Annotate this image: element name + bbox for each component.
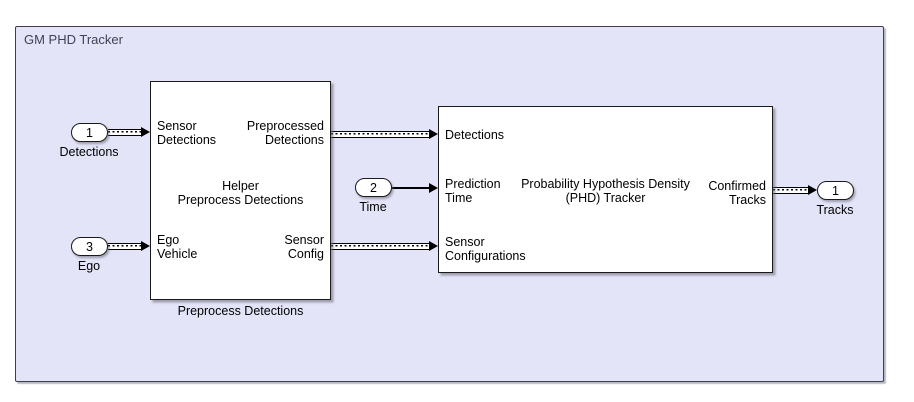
arrowhead-icon [141,240,150,251]
outport-tracks-number: 1 [832,183,839,198]
inport-ego-label: Ego [77,259,101,273]
subsystem-title: GM PHD Tracker [24,32,123,47]
inport-time[interactable]: 2 [355,178,392,197]
outport-tracks-label: Tracks [816,203,854,217]
arrowhead-icon [429,182,438,193]
inport-time-number: 2 [370,180,377,195]
arrowhead-icon [429,128,438,139]
arrowhead-icon [808,184,817,195]
port-label-preprocessed-detections: Preprocessed Detections [246,119,324,147]
inport-detections[interactable]: 1 [71,123,108,142]
port-label-prediction-time: Prediction Time [445,177,501,205]
inport-detections-label: Detections [59,145,119,159]
port-label-ego-vehicle: Ego Vehicle [157,233,198,261]
bus-line[interactable] [108,242,141,250]
port-label-detections: Detections [445,128,505,142]
port-label-confirmed-tracks: Confirmed Tracks [708,179,766,207]
arrowhead-icon [429,240,438,251]
inport-time-label: Time [359,200,387,214]
bus-line[interactable] [331,130,429,138]
inport-ego[interactable]: 3 [71,237,108,256]
bus-line[interactable] [773,186,808,194]
outport-tracks[interactable]: 1 [817,181,854,200]
block-name-helper: Helper Preprocess Detections [177,179,304,207]
inport-ego-number: 3 [86,239,93,254]
port-label-sensor-detections: Sensor Detections [157,119,217,147]
bus-line[interactable] [108,128,141,136]
inport-detections-number: 1 [86,125,93,140]
wire-line[interactable] [392,187,429,189]
port-label-sensor-config: Sensor Config [284,233,324,261]
port-label-sensor-configurations: Sensor Configurations [445,235,526,263]
bus-line[interactable] [331,242,429,250]
block-name-phd-tracker: Probability Hypothesis Density (PHD) Tra… [521,177,690,205]
arrowhead-icon [141,126,150,137]
block-caption-preprocess-detections[interactable]: Preprocess Detections [177,304,304,318]
block-helper-preprocess-detections[interactable]: Sensor Detections Preprocessed Detection… [150,81,331,300]
block-phd-tracker[interactable]: Detections Prediction Time Sensor Config… [438,106,773,273]
